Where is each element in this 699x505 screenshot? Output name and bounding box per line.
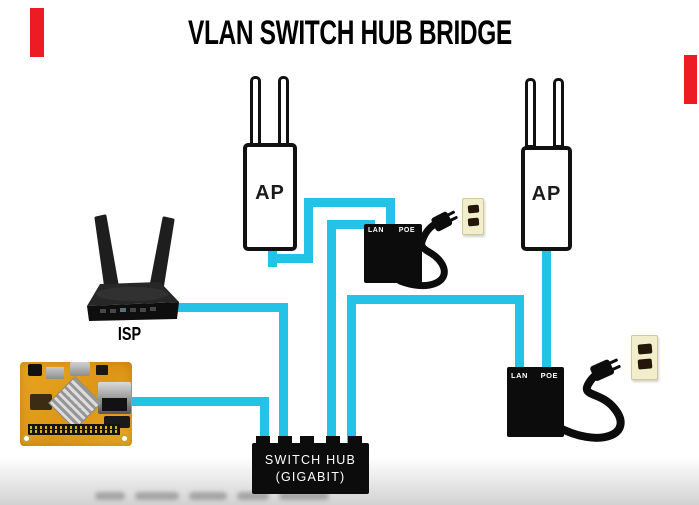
poe-right-lan-label: LAN [511, 371, 528, 380]
outlet-slot [467, 217, 480, 227]
outlet-slot [637, 358, 653, 370]
board-mount-hole-right [120, 434, 129, 443]
switch-hub-label-line2: (GIGABIT) [275, 470, 346, 484]
red-marker-left [30, 8, 44, 57]
poe-mid-poe-label: POE [398, 227, 415, 234]
poe-right-poe-label: POE [540, 371, 558, 380]
blurred-watermark [95, 492, 415, 504]
ap-right-antenna-2-icon [553, 78, 564, 148]
cable-midlan-h [327, 220, 375, 229]
board-ethernet-opening [102, 398, 127, 411]
switch-port-tab [256, 436, 270, 445]
isp-label: ISP [118, 324, 142, 344]
cable-board-to-switch-h [125, 397, 269, 406]
ap-right-label: AP [531, 183, 562, 205]
cable-isp-to-switch-h [175, 303, 288, 312]
cable-board-to-switch-v [260, 397, 269, 444]
isp-router-icon [87, 214, 179, 321]
switch-port-tab [348, 436, 362, 445]
cable-switch-to-rightlan-v1 [347, 295, 356, 444]
cable-switch-to-rightlan-v2 [515, 295, 524, 374]
board-ethernet-jack [98, 382, 131, 414]
ap-left-antenna-1-icon [250, 76, 261, 146]
power-plug-icon [431, 210, 458, 232]
wall-outlet-mid-icon [462, 198, 484, 235]
ap-right-device: AP [521, 146, 572, 251]
power-cord [552, 365, 625, 442]
switch-hub-label-line1: SWITCH HUB [264, 453, 357, 467]
board-usb-port [96, 365, 108, 375]
cable-switch-to-rightlan-h [347, 295, 524, 304]
red-marker-right [684, 55, 697, 104]
ap-left-antenna-2-icon [278, 76, 289, 146]
cable-isp-to-switch-v [279, 303, 288, 444]
board-heatsink [48, 376, 102, 430]
board-sd-slot [46, 367, 64, 379]
board-ram-chip [30, 394, 52, 410]
cable-apleft-to-poe [386, 198, 395, 232]
cable-apleft-seg2 [268, 254, 313, 263]
outlet-slot [467, 204, 480, 214]
board-barrel-jack [28, 364, 42, 376]
outlet-slot [637, 343, 653, 355]
board-mount-hole-left [22, 434, 31, 443]
poe-injector-right: LAN POE [507, 367, 564, 437]
cable-apright-to-poe [542, 244, 551, 374]
switch-hub-device: SWITCH HUB (GIGABIT) [252, 443, 369, 494]
power-cord [396, 219, 448, 289]
poe-mid-lan-label: LAN [368, 227, 384, 234]
single-board-computer-icon [20, 362, 132, 446]
ap-left-label: AP [255, 181, 285, 204]
power-plug-icon [590, 358, 621, 381]
switch-port-tab [300, 436, 314, 445]
poe-injector-mid: LAN POE [364, 224, 422, 283]
ap-right-antenna-1-icon [525, 78, 536, 148]
cable-apleft-seg4 [304, 198, 395, 207]
isp-label-wrap: ISP [90, 324, 170, 344]
cable-midlan-to-switch-v [327, 220, 336, 444]
ap-left-device: AP [243, 143, 297, 251]
poe-mid-cord-icon [396, 210, 458, 289]
switch-port-tab [278, 436, 292, 445]
board-gpio-header [28, 424, 120, 435]
cable-apleft-seg3 [304, 198, 313, 263]
poe-right-cord-icon [552, 358, 625, 442]
diagram-title-text: VLAN SWITCH HUB BRIDGE [187, 13, 512, 52]
wall-outlet-right-icon [631, 335, 658, 380]
switch-port-tab [326, 436, 340, 445]
diagram-title: VLAN SWITCH HUB BRIDGE [0, 12, 699, 54]
board-hdmi-port [70, 362, 90, 376]
